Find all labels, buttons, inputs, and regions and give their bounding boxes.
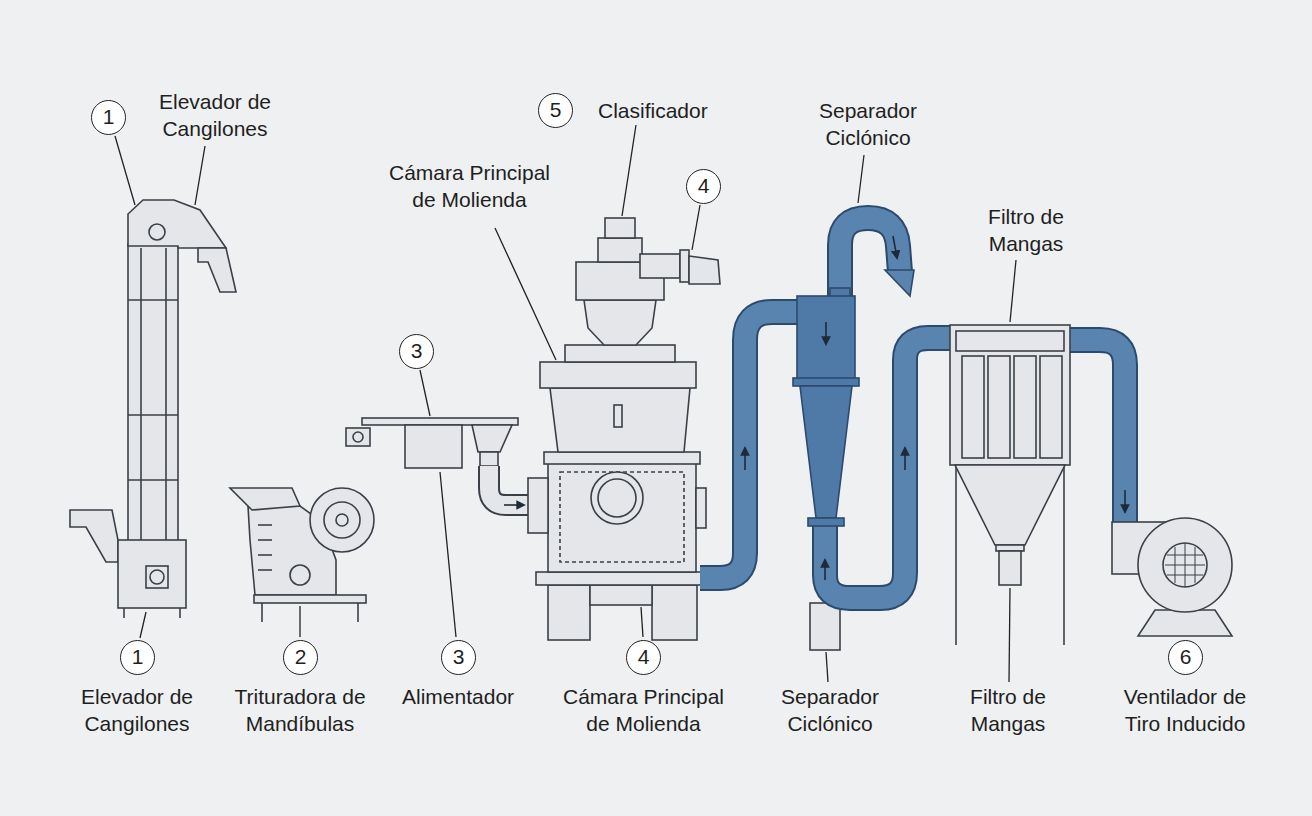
induced-draft-fan [1112,518,1232,636]
part-label: Alimentador [402,683,514,710]
feeder [346,418,530,505]
part-label: Elevador de Cangilones [150,88,280,142]
part-label: Filtro de Mangas [948,683,1068,737]
part-label: Elevador de Cangilones [72,683,202,737]
blue-ducts [700,218,1125,598]
part-label: Separador Ciclónico [765,683,895,737]
leader-lines [115,125,1016,682]
callout-number: 3 [399,334,434,369]
callout-number: 4 [626,640,661,675]
part-label: Trituradora de Mandíbulas [225,683,375,737]
part-label: Filtro de Mangas [966,203,1086,257]
callout-number: 3 [441,640,476,675]
jaw-crusher [230,488,374,622]
part-label: Separador Ciclónico [803,97,933,151]
callout-number: 4 [686,169,721,204]
callout-number: 6 [1168,640,1203,675]
part-label: Clasificador [598,97,708,124]
part-label: Cámara Principal de Molienda [556,683,731,737]
bucket-elevator [70,200,236,618]
part-label: Cámara Principal de Molienda [382,159,557,213]
callout-number: 2 [283,640,318,675]
flow-arrows [745,236,1125,580]
cyclone-pedestal [810,603,840,650]
callout-number: 1 [120,640,155,675]
part-label: Ventilador de Tiro Inducido [1115,683,1255,737]
callout-number: 5 [538,93,573,128]
callout-number: 1 [91,100,126,135]
grinding-mill [528,218,720,640]
cyclone-separator [793,288,859,526]
